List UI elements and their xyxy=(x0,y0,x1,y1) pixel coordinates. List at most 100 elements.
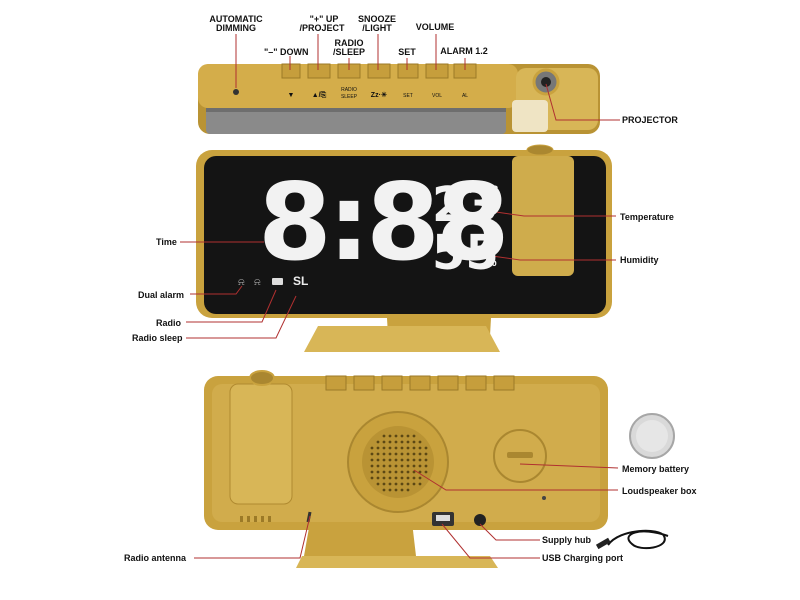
projector-cover xyxy=(512,100,548,132)
speaker-hole xyxy=(388,458,392,462)
speaker-hole xyxy=(382,434,386,438)
speaker-hole xyxy=(382,488,386,492)
back-leader-lines xyxy=(194,463,619,559)
speaker-hole xyxy=(406,470,410,474)
label-alarm: ALARM 1.2 xyxy=(440,46,488,56)
speaker-hole xyxy=(424,458,428,462)
vents xyxy=(240,516,271,522)
humidity-unit: % xyxy=(486,255,497,269)
front-projector-lens-icon xyxy=(526,144,554,156)
speaker-hole xyxy=(400,446,404,450)
speaker-hole xyxy=(370,452,374,456)
label-time: Time xyxy=(156,237,177,247)
front-screen xyxy=(204,156,606,314)
label-supply-hub: Supply hub xyxy=(542,535,591,545)
label-humidity: Humidity xyxy=(620,255,659,265)
speaker-hole xyxy=(418,482,422,486)
speaker-hole xyxy=(376,482,380,486)
speaker-hole xyxy=(418,470,422,474)
label-down: "–" DOWN xyxy=(264,47,309,57)
label-radio-1: RADIO xyxy=(334,38,364,48)
speaker-hole xyxy=(412,458,416,462)
label-snooze-2: /LIGHT xyxy=(362,23,392,33)
speaker-hole xyxy=(388,452,392,456)
speaker-hole xyxy=(388,488,392,492)
speaker-hole xyxy=(400,488,404,492)
label-memory-battery: Memory battery xyxy=(622,464,690,474)
label-loudspeaker-box: Loudspeaker box xyxy=(622,486,697,496)
speaker-hole xyxy=(406,434,410,438)
speaker-hole xyxy=(382,476,386,480)
speaker-hole xyxy=(388,470,392,474)
speaker-hole xyxy=(370,446,374,450)
sleep-indicator: SL xyxy=(293,274,309,288)
speaker-hole xyxy=(406,464,410,468)
label-up-1: "+" UP xyxy=(309,14,339,24)
speaker-hole xyxy=(388,476,392,480)
speaker-hole xyxy=(376,446,380,450)
speaker-hole xyxy=(406,452,410,456)
speaker-hole xyxy=(382,440,386,444)
speaker-hole xyxy=(406,446,410,450)
speaker-hole xyxy=(376,458,380,462)
speaker-hole xyxy=(382,482,386,486)
label-volume: VOLUME xyxy=(415,22,455,32)
speaker-hole xyxy=(406,440,410,444)
speaker-hole xyxy=(376,452,380,456)
speaker-hole xyxy=(418,476,422,480)
label-up-2: /PROJECT xyxy=(299,23,345,33)
speaker-hole xyxy=(412,482,416,486)
speaker-hole xyxy=(394,434,398,438)
label-temperature: Temperature xyxy=(620,212,674,222)
up-mark: ▲/⎘ xyxy=(311,92,327,99)
label-set: SET xyxy=(398,47,416,57)
speaker-hole xyxy=(394,452,398,456)
label-radio-sleep: Radio sleep xyxy=(132,333,183,343)
label-automatic-dimming-2: DIMMING xyxy=(216,23,256,33)
speaker-hole xyxy=(394,476,398,480)
speaker-hole xyxy=(394,446,398,450)
speaker-hole xyxy=(370,470,374,474)
speaker-holes xyxy=(370,434,428,492)
speaker-hole xyxy=(394,464,398,468)
label-usb-charging-port: USB Charging port xyxy=(542,553,623,563)
label-automatic-dimming-1: AUTOMATIC xyxy=(209,14,263,24)
speaker-hole xyxy=(388,434,392,438)
radio-icon xyxy=(272,278,283,285)
speaker-hole xyxy=(388,482,392,486)
speaker-hole xyxy=(424,452,428,456)
speaker-hole xyxy=(394,440,398,444)
speaker-hole xyxy=(412,446,416,450)
speaker-hole xyxy=(382,446,386,450)
al-mark: AL xyxy=(461,93,469,99)
speaker-hole xyxy=(376,476,380,480)
back-base xyxy=(296,556,498,568)
speaker-hole xyxy=(400,464,404,468)
speaker-hole xyxy=(382,458,386,462)
speaker-hole xyxy=(406,458,410,462)
label-projector: PROJECTOR xyxy=(622,115,678,125)
speaker-hole xyxy=(370,476,374,480)
back-stand xyxy=(304,522,416,556)
speaker-hole xyxy=(400,482,404,486)
speaker-hole xyxy=(388,440,392,444)
label-dual-alarm: Dual alarm xyxy=(138,290,185,300)
speaker-hole xyxy=(394,470,398,474)
speaker-hole xyxy=(382,470,386,474)
speaker-hole xyxy=(394,488,398,492)
back-buttons xyxy=(325,375,515,391)
radio-mark-1: RADIO xyxy=(341,87,357,93)
speaker-grille xyxy=(362,426,434,498)
speaker-hole xyxy=(418,458,422,462)
speaker-hole xyxy=(412,452,416,456)
set-mark: SET xyxy=(403,93,413,99)
speaker-hole xyxy=(388,446,392,450)
label-radio-2: /SLEEP xyxy=(332,47,365,57)
radio-mark-2: SLEEP xyxy=(340,94,358,100)
speaker-hole xyxy=(376,464,380,468)
speaker-hole xyxy=(400,434,404,438)
speaker-hole xyxy=(412,476,416,480)
